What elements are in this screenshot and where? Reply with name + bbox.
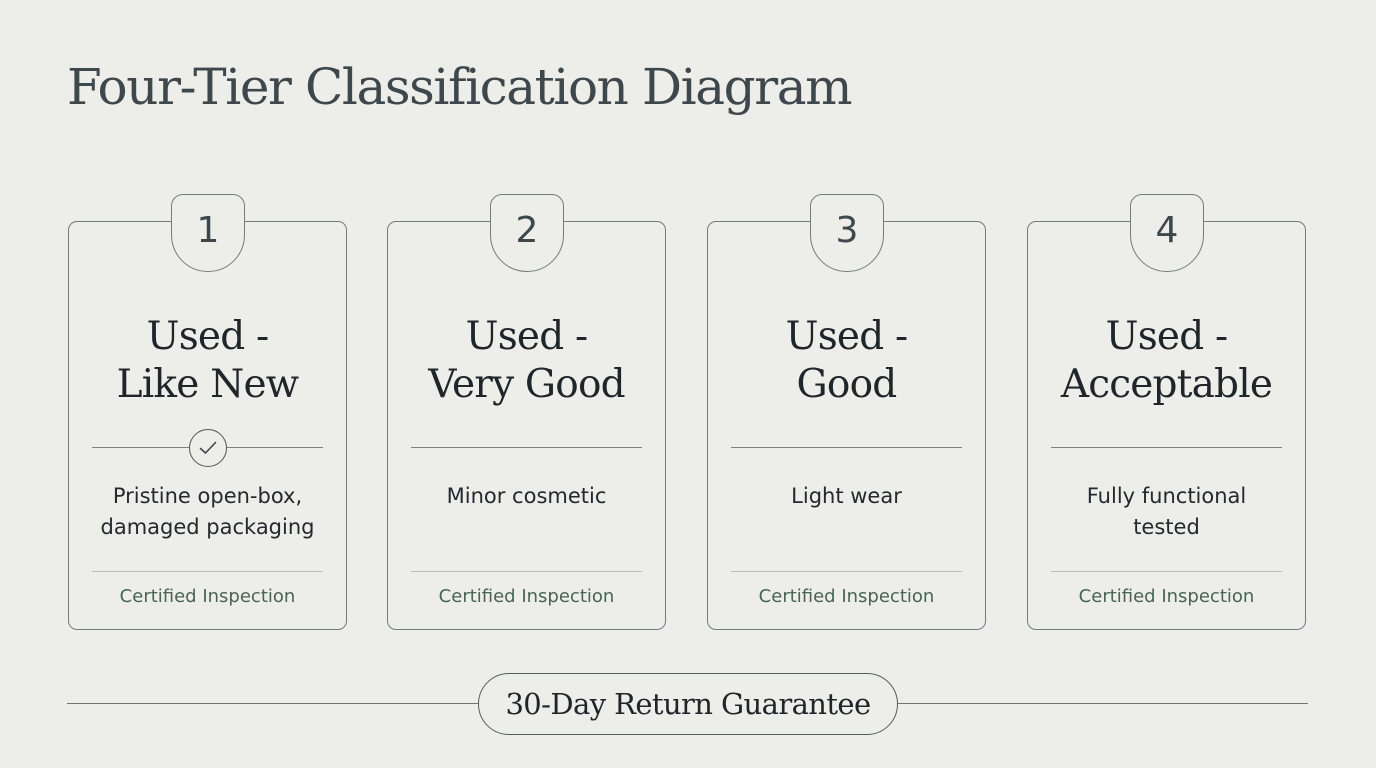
tier-description: Fully functional tested [1038,481,1295,543]
tier-number-badge: 3 [810,194,884,272]
tier-number-badge: 4 [1130,194,1204,272]
guarantee-badge: 30-Day Return Guarantee [478,673,898,735]
tier-number-badge: 1 [171,194,245,272]
tier-card-2: 2 Used - Very Good Minor cosmetic Certif… [387,194,666,630]
tier-description-line: Minor cosmetic [446,484,607,508]
tier-heading-line: Like New [116,362,299,407]
tier-number-badge: 2 [490,194,564,272]
tier-heading: Used - Very Good [388,313,665,409]
tier-description: Minor cosmetic [398,481,655,512]
tier-heading: Used - Like New [69,313,346,409]
tier-heading-line: Used - [1105,314,1229,359]
tier-description-line: tested [1133,515,1200,539]
tier-description-line: Light wear [791,484,902,508]
divider [411,571,642,572]
divider [92,571,323,572]
tier-description-line: Fully functional [1086,484,1247,508]
tier-card-3: 3 Used - Good Light wear Certified Inspe… [707,194,986,630]
tier-description: Pristine open-box, damaged packaging [79,481,336,543]
tier-heading: Used - Good [708,313,985,409]
certified-inspection-label: Certified Inspection [119,586,296,607]
certified-inspection-label: Certified Inspection [758,586,935,607]
divider [731,571,962,572]
check-circle-icon [189,429,227,467]
tier-description: Light wear [718,481,975,512]
tier-description-line: damaged packaging [100,515,315,539]
page-title: Four-Tier Classification Diagram [67,58,853,116]
tier-heading-line: Good [796,362,898,407]
tier-heading-line: Used - [146,314,270,359]
certified-inspection-label: Certified Inspection [438,586,615,607]
certified-inspection-label: Certified Inspection [1078,586,1255,607]
tier-heading-line: Very Good [428,362,625,407]
tier-description-line: Pristine open-box, [112,484,303,508]
tier-heading-line: Used - [465,314,589,359]
divider [1051,571,1282,572]
tier-heading: Used - Acceptable [1028,313,1305,409]
divider [411,447,642,448]
tier-card-4: 4 Used - Acceptable Fully functional tes… [1027,194,1306,630]
tier-heading-line: Acceptable [1060,362,1273,407]
tier-heading-line: Used - [785,314,909,359]
tier-card-1: 1 Used - Like New Pristine open-box, dam… [68,194,347,630]
divider [731,447,962,448]
divider [1051,447,1282,448]
